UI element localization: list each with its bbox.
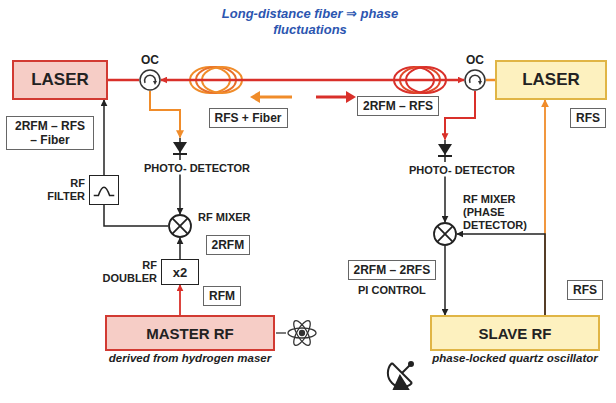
optical-circulator: OC (139, 69, 161, 91)
node-text: x2 (173, 265, 187, 280)
signal-connector (486, 79, 495, 82)
direction-arrow (250, 91, 292, 103)
atom-link (276, 332, 286, 333)
photodiode-symbol (165, 138, 195, 160)
rf-mixer: RF MIXER (PHASE DETECTOR) (433, 222, 457, 246)
signal-tag: 2RFM – 2RFS (348, 260, 437, 280)
node-label: OC (141, 54, 159, 67)
signal-connector (445, 91, 475, 140)
signal-connector (444, 177, 446, 223)
signal-tag: RFS (570, 108, 606, 128)
mixer-symbol (168, 214, 192, 238)
slave-oscillator: SLAVE RFphase-locked quartz oscillator (430, 315, 600, 351)
node-text: LASER (31, 70, 89, 90)
signal-tag: RFS + Fiber (209, 108, 288, 128)
node-text: 2RFM – 2RFS (354, 263, 431, 277)
signal-connector (179, 175, 181, 215)
node-text: PHOTO- DETECTOR (409, 164, 481, 177)
node-text: RFS + Fiber (215, 111, 282, 125)
signal-tag: RFM (203, 286, 241, 306)
node-text: LASER (522, 70, 580, 90)
photodetector: PHOTO- DETECTOR (409, 140, 481, 177)
signal-connector (457, 234, 545, 315)
node-text: PHOTO- DETECTOR (144, 162, 216, 175)
node-label: phase-locked quartz oscillator (432, 352, 598, 365)
rf-filter: RF FILTER (89, 175, 119, 205)
node-text: SLAVE RF (478, 325, 551, 342)
node-label: derived from hydrogen maser (109, 352, 271, 365)
signal-tag: 2RFM – RFS – Fiber (6, 116, 94, 150)
node-label: OC (466, 54, 484, 67)
node-label: RF MIXER (198, 211, 251, 224)
oc-symbol (464, 69, 486, 91)
node-text: RFM (209, 289, 235, 303)
signal-connector (104, 205, 168, 226)
node-text: MASTER RF (146, 325, 234, 342)
signal-connector (161, 79, 464, 82)
direction-arrow (316, 91, 356, 103)
optical-circulator: OC (464, 69, 486, 91)
signal-connector (444, 246, 446, 315)
signal-connector (179, 238, 181, 259)
rf-mixer: RF MIXER (168, 214, 192, 238)
signal-connector (103, 100, 105, 175)
mixer-symbol (433, 222, 457, 246)
node-label: RF FILTER (37, 177, 85, 203)
oc-symbol (139, 69, 161, 91)
node-text: RFS (573, 283, 597, 297)
node-text: RFS (576, 111, 600, 125)
control-label: PI CONTROL (358, 284, 426, 297)
signal-connector (179, 285, 181, 315)
node-text: 2RFM – RFS (363, 99, 433, 113)
node-text: 2RFM (212, 238, 245, 252)
node-text: 2RFM – RFS – Fiber (12, 119, 88, 147)
fiber-note: Long-distance fiber ⇒ phase fluctuations (204, 6, 416, 38)
filter-symbol (90, 176, 118, 204)
photodiode-symbol (430, 140, 460, 162)
photodetector: PHOTO- DETECTOR (144, 138, 216, 175)
signal-connector (108, 79, 139, 82)
antenna-dish (388, 362, 413, 389)
signal-tag: RFS (567, 280, 603, 300)
signal-connector (150, 91, 180, 138)
laser-box: LASER (12, 60, 108, 100)
rf-doubler: x2RF DOUBLER (161, 259, 199, 285)
node-label: RF MIXER (PHASE DETECTOR) (463, 193, 543, 232)
signal-tag: 2RFM – RFS (357, 96, 439, 116)
laser-box: LASER (495, 60, 607, 100)
node-label: RF DOUBLER (95, 259, 157, 285)
atom-symbol (288, 318, 316, 347)
master-oscillator: MASTER RFderived from hydrogen maser (105, 315, 275, 351)
signal-tag: 2RFM (206, 235, 251, 255)
